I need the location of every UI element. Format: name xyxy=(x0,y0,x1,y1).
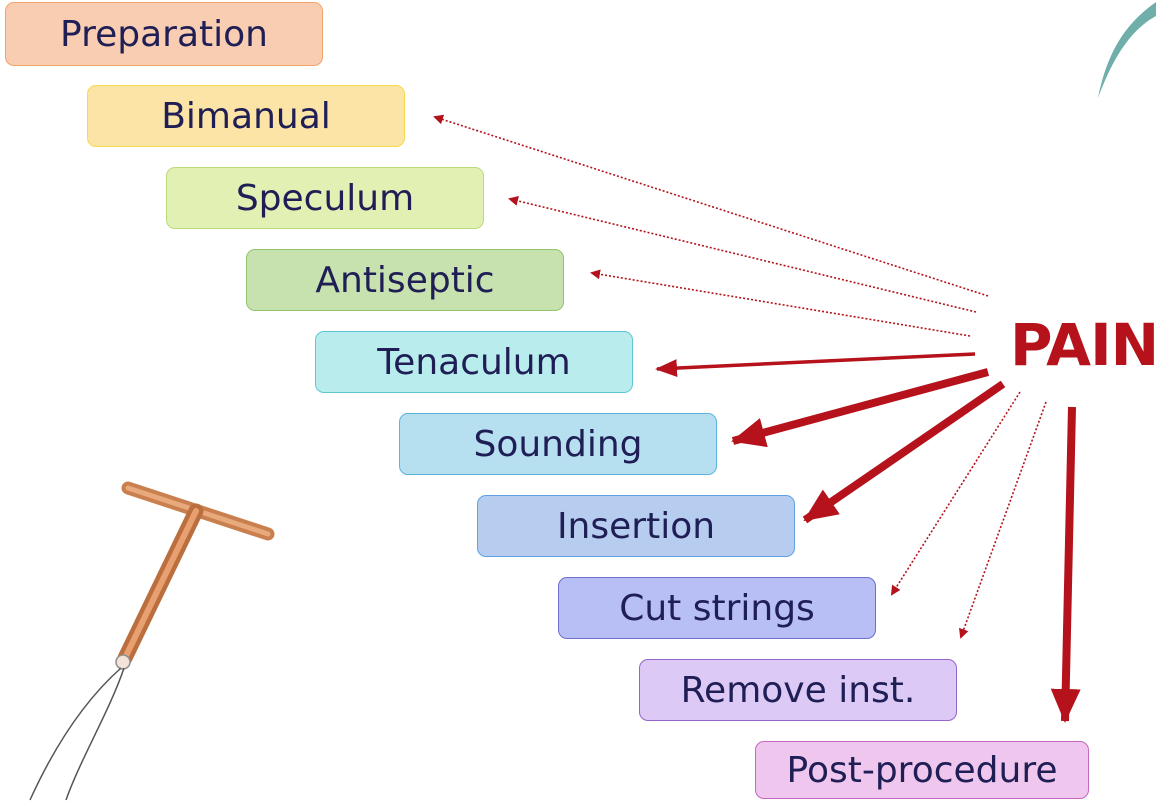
arrow-to-cut-strings xyxy=(892,392,1020,594)
arrow-to-antiseptic xyxy=(592,273,970,336)
arrow-to-post-procedure xyxy=(1065,407,1072,721)
arrow-to-bimanual xyxy=(435,117,988,296)
arrow-to-tenaculum xyxy=(657,354,975,369)
arrow-to-remove-inst xyxy=(961,402,1046,637)
arrow-to-sounding xyxy=(733,372,988,441)
arrow-to-insertion xyxy=(805,384,1003,520)
